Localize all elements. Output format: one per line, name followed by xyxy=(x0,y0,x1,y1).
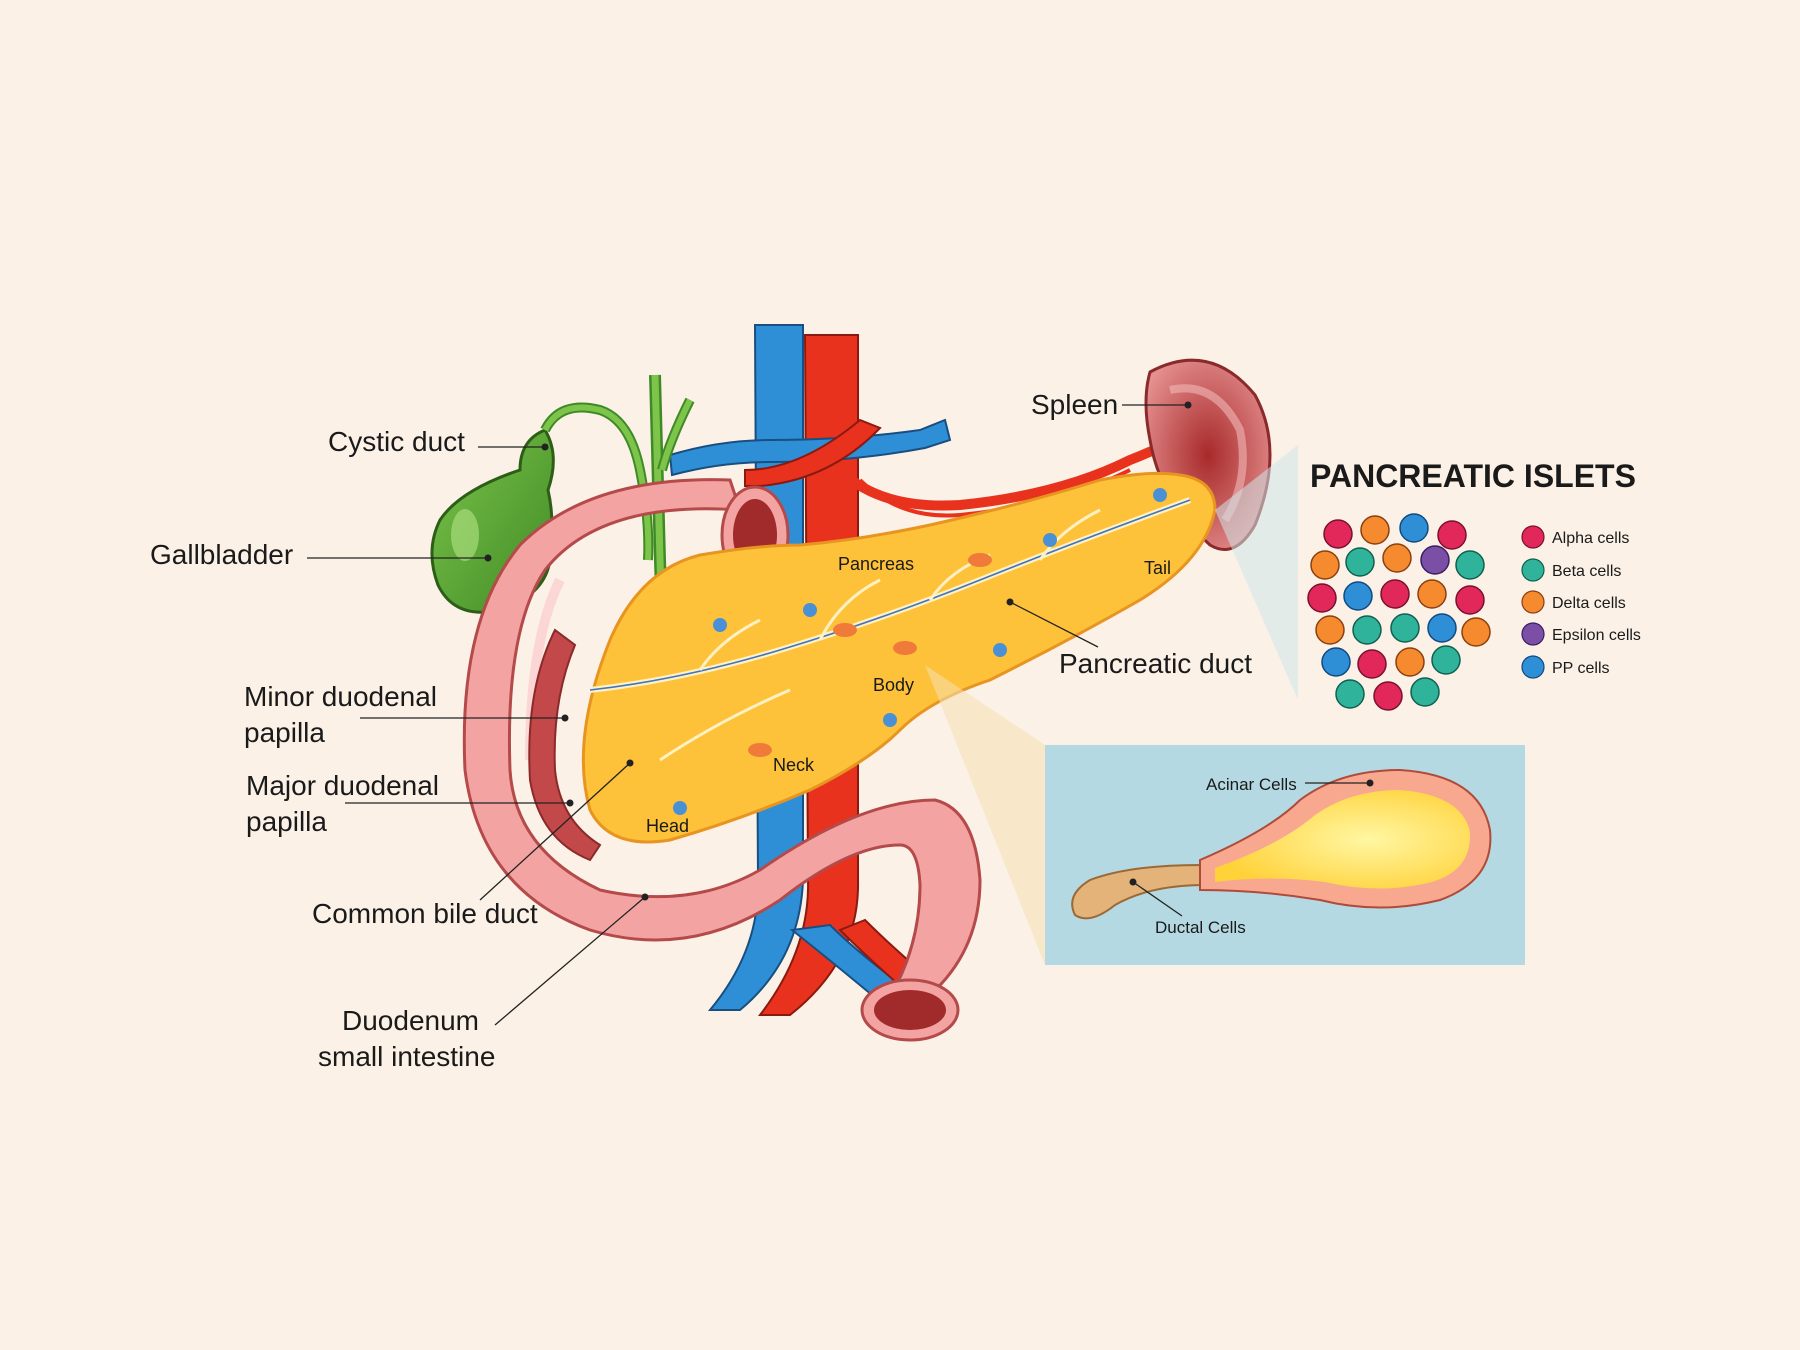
legend-label-epsilon: Epsilon cells xyxy=(1552,627,1641,644)
leader-lines xyxy=(307,401,1192,1026)
legend-swatch-delta xyxy=(1521,590,1545,614)
tail-region-label: Tail xyxy=(1144,558,1171,578)
islet-cluster xyxy=(1307,513,1491,711)
duodenum-label-line2: small intestine xyxy=(318,1041,495,1072)
legend-label-delta: Delta cells xyxy=(1552,595,1626,612)
ductal-cells-label: Ductal Cells xyxy=(1155,918,1246,937)
cystic-duct-label: Cystic duct xyxy=(328,426,465,457)
pancreas-region-label: Pancreas xyxy=(838,554,914,574)
spleen-label: Spleen xyxy=(1031,389,1118,420)
acinus-panel: Acinar Cells Ductal Cells xyxy=(925,665,1525,965)
pancreas xyxy=(581,471,1217,844)
outer-labels: Cystic duct Gallbladder Minor duodenal p… xyxy=(150,389,1252,1072)
major-papilla-label-line2: papilla xyxy=(246,806,327,837)
major-papilla-label-line1: Major duodenal xyxy=(246,770,439,801)
islets-panel: PANCREATIC ISLETS Alpha cells Beta cells… xyxy=(1215,445,1641,711)
islet-legend: Alpha cells Beta cells Delta cells Epsil… xyxy=(1521,525,1641,679)
acinar-cells-label: Acinar Cells xyxy=(1206,775,1297,794)
gallbladder-label: Gallbladder xyxy=(150,539,293,570)
legend-label-beta: Beta cells xyxy=(1552,563,1621,580)
legend-swatch-beta xyxy=(1521,558,1545,582)
legend-label-pp: PP cells xyxy=(1552,660,1610,677)
duodenum-label-line1: Duodenum xyxy=(342,1005,479,1036)
pancreatic-duct-label: Pancreatic duct xyxy=(1059,648,1252,679)
legend-swatch-epsilon xyxy=(1521,622,1545,646)
common-bile-duct-label: Common bile duct xyxy=(312,898,538,929)
legend-swatch-alpha xyxy=(1521,525,1545,549)
minor-papilla-label-line2: papilla xyxy=(244,717,325,748)
body-region-label: Body xyxy=(873,675,914,695)
minor-papilla-label-line1: Minor duodenal xyxy=(244,681,437,712)
region-labels: Pancreas Tail Body Neck Head xyxy=(646,554,1171,836)
legend-swatch-pp xyxy=(1521,655,1545,679)
islets-title: PANCREATIC ISLETS xyxy=(1310,458,1636,494)
legend-label-alpha: Alpha cells xyxy=(1552,530,1629,547)
head-region-label: Head xyxy=(646,816,689,836)
neck-region-label: Neck xyxy=(773,755,815,775)
